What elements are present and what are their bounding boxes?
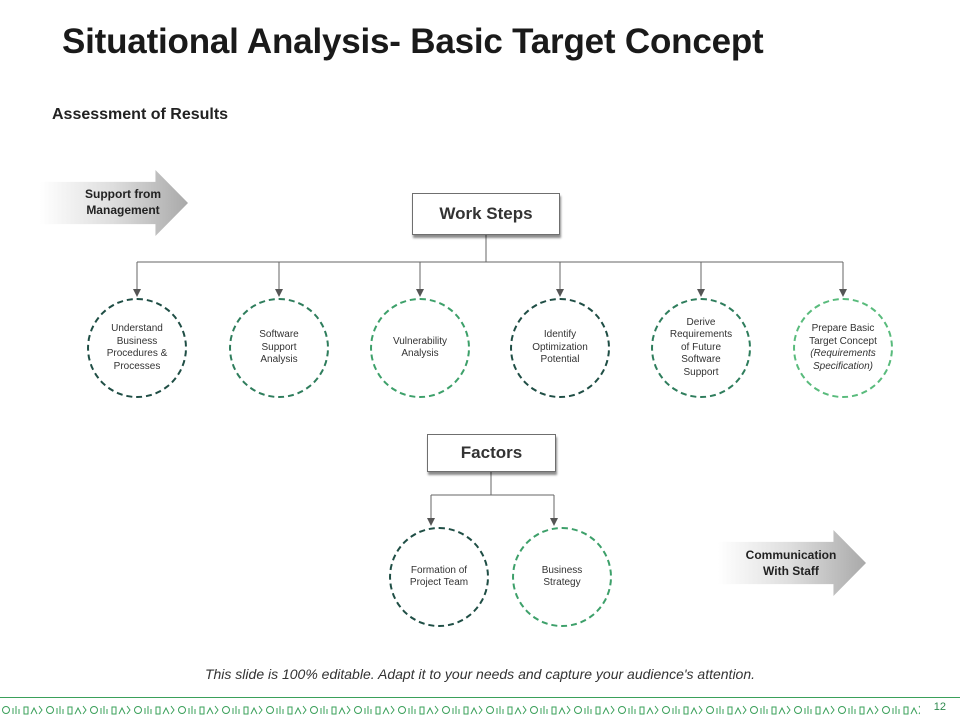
- work-step-text-3: Vulnerability Analysis: [380, 336, 460, 361]
- section-subtitle: Assessment of Results: [52, 106, 229, 123]
- work-step-text-1: Understand Business Procedures & Process…: [97, 323, 177, 373]
- factor-1-line-2: Project Team: [409, 577, 469, 588]
- work-step-circle-6: Prepare Basic Target Concept (Requiremen…: [793, 298, 893, 398]
- work-step-circle-4: Identify Optimization Potential: [510, 298, 610, 398]
- work-step-circle-5: Derive Requirements of Future Software S…: [651, 298, 751, 398]
- factor-circle-1: Formation of Project Team: [389, 527, 489, 627]
- work-steps-box: Work Steps: [412, 193, 560, 235]
- work-step-circle-1: Understand Business Procedures & Process…: [87, 298, 187, 398]
- work-step-1-line-2: Business: [116, 335, 158, 347]
- communication-arrow-line-1: Communication: [745, 548, 837, 562]
- factor-2-line-1: Business: [541, 564, 583, 576]
- work-step-circle-3: Vulnerability Analysis: [370, 298, 470, 398]
- support-arrow-label: Support from Management: [66, 186, 180, 218]
- factor-2-line-2: Strategy: [543, 577, 581, 588]
- work-step-3-line-2: Analysis: [401, 348, 439, 359]
- work-step-circle-2: Software Support Analysis: [229, 298, 329, 398]
- work-step-1-line-4: Processes: [113, 360, 161, 372]
- work-step-6-line-2: Target Concept: [809, 335, 877, 347]
- factor-1-line-1: Formation of: [410, 564, 468, 576]
- support-arrow-line-2: Management: [86, 203, 160, 217]
- work-step-text-6: Prepare Basic Target Concept (Requiremen…: [803, 323, 883, 373]
- page-number: 12: [933, 701, 946, 713]
- work-step-6-italic-2: Specification): [812, 360, 874, 372]
- factor-text-1: Formation of Project Team: [399, 565, 479, 590]
- communication-arrow-label: Communication With Staff: [728, 547, 854, 579]
- work-step-2-line-3: Analysis: [260, 354, 298, 366]
- footer-pattern: [0, 698, 920, 720]
- work-step-5-line-4: Software: [681, 354, 721, 366]
- work-step-4-line-3: Potential: [540, 354, 580, 366]
- work-step-3-line-1: Vulnerability: [392, 335, 448, 347]
- work-step-1-line-3: Procedures &: [106, 348, 168, 359]
- work-step-2-line-2: Support: [261, 341, 297, 353]
- work-step-4-line-1: Identify: [543, 329, 577, 341]
- slide-title: Situational Analysis- Basic Target Conce…: [62, 22, 764, 61]
- work-step-5-line-1: Derive: [686, 316, 716, 328]
- work-step-text-5: Derive Requirements of Future Software S…: [661, 317, 741, 380]
- footer-note: This slide is 100% editable. Adapt it to…: [204, 666, 756, 682]
- work-step-6-italic-1: (Requirements: [810, 348, 876, 359]
- footer-icon-band: [0, 697, 960, 720]
- work-step-1-line-1: Understand: [111, 323, 163, 334]
- factor-circle-2: Business Strategy: [512, 527, 612, 627]
- factors-box: Factors: [427, 434, 556, 472]
- work-step-5-line-2: Requirements: [669, 329, 733, 341]
- work-step-2-line-1: Software: [259, 329, 299, 341]
- work-step-text-4: Identify Optimization Potential: [520, 329, 600, 367]
- work-step-5-line-5: Support: [683, 366, 719, 378]
- work-step-5-line-3: of Future: [680, 341, 722, 353]
- factor-text-2: Business Strategy: [522, 565, 602, 590]
- work-step-text-2: Software Support Analysis: [239, 329, 319, 367]
- communication-arrow-line-2: With Staff: [763, 564, 819, 578]
- support-arrow-line-1: Support from: [85, 187, 161, 201]
- work-step-6-line-1: Prepare Basic: [811, 323, 875, 334]
- work-step-4-line-2: Optimization: [532, 341, 588, 353]
